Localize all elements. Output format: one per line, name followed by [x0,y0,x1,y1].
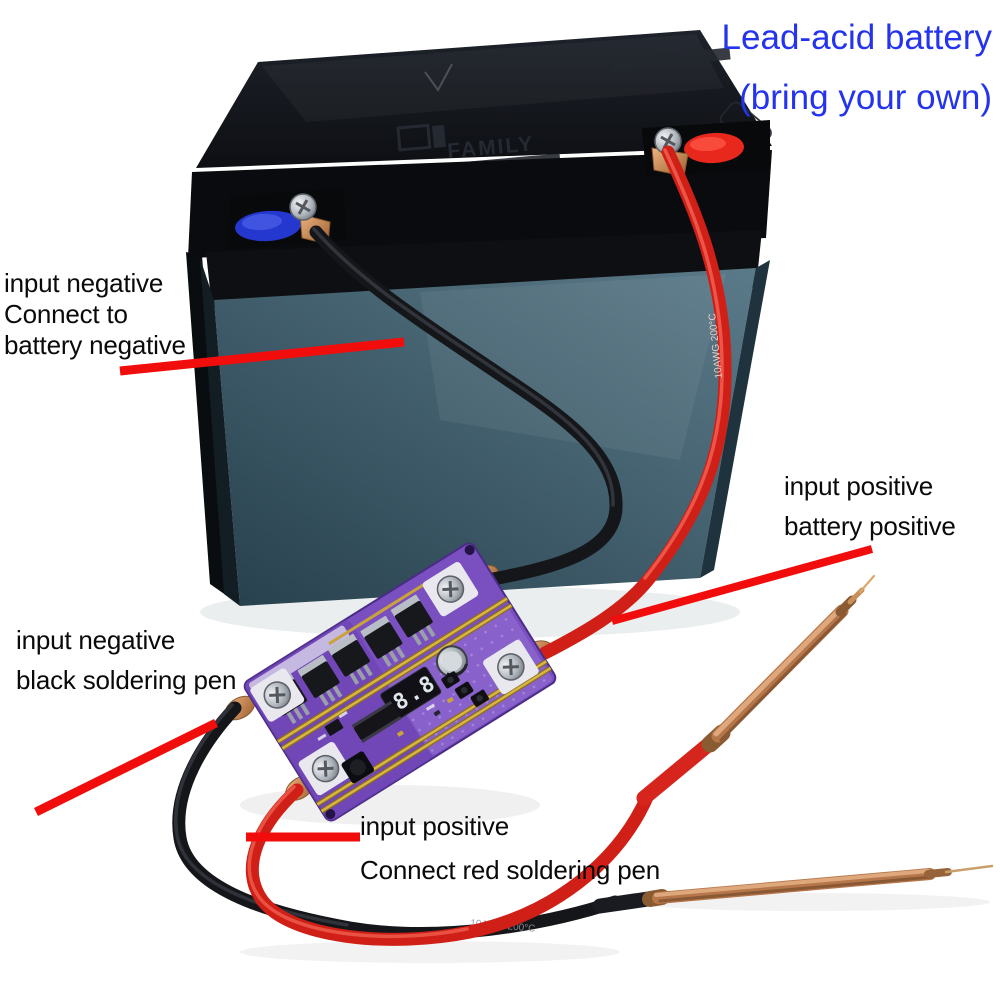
label-line: battery positive [784,511,956,541]
label-line: input negative [16,625,176,655]
ic-chips [317,696,454,784]
label-line: Connect red soldering pen [360,855,660,885]
lead-acid-battery: FAMILY [186,30,772,606]
label-battery-negative: input negative Connect to battery negati… [4,268,186,361]
battery-right-edge [700,260,770,578]
label-line: input positive [360,811,509,841]
label-battery-positive: input positive battery positive [784,466,956,546]
battery-front-face [214,268,756,606]
label-pen-positive: input positive Connect red soldering pen [360,804,660,892]
spot-welder-control-board: 8.8 [243,542,557,822]
negative-terminal-screw [288,192,318,222]
heading-line-2: (bring your own) [739,78,992,117]
electrolytic-capacitor [435,645,469,678]
screw-terminals [250,562,539,796]
label-line: Connect to [4,299,128,329]
callout-pointers [34,337,874,842]
pointer-battery-positive [610,545,874,625]
pointer-battery-negative [119,337,405,376]
heading-lead-acid-battery: Lead-acid battery (bring your own) [662,8,992,128]
input-negative-cable [309,225,623,586]
input-positive-cable: 10AWG 200°C [538,145,732,660]
output-positive-cable [245,783,655,946]
battery-positive-terminal [642,120,770,177]
label-line: black soldering pen [16,665,237,695]
welding-pen-red [636,574,876,806]
label-line: input positive [784,471,933,501]
pointer-pen-negative [34,718,218,817]
label-pen-negative: input negative black soldering pen [16,620,236,700]
heading-line-1: Lead-acid battery [721,18,992,57]
label-line: input negative [4,268,164,298]
welding-pen-black [592,864,994,914]
label-line: battery negative [4,330,186,360]
